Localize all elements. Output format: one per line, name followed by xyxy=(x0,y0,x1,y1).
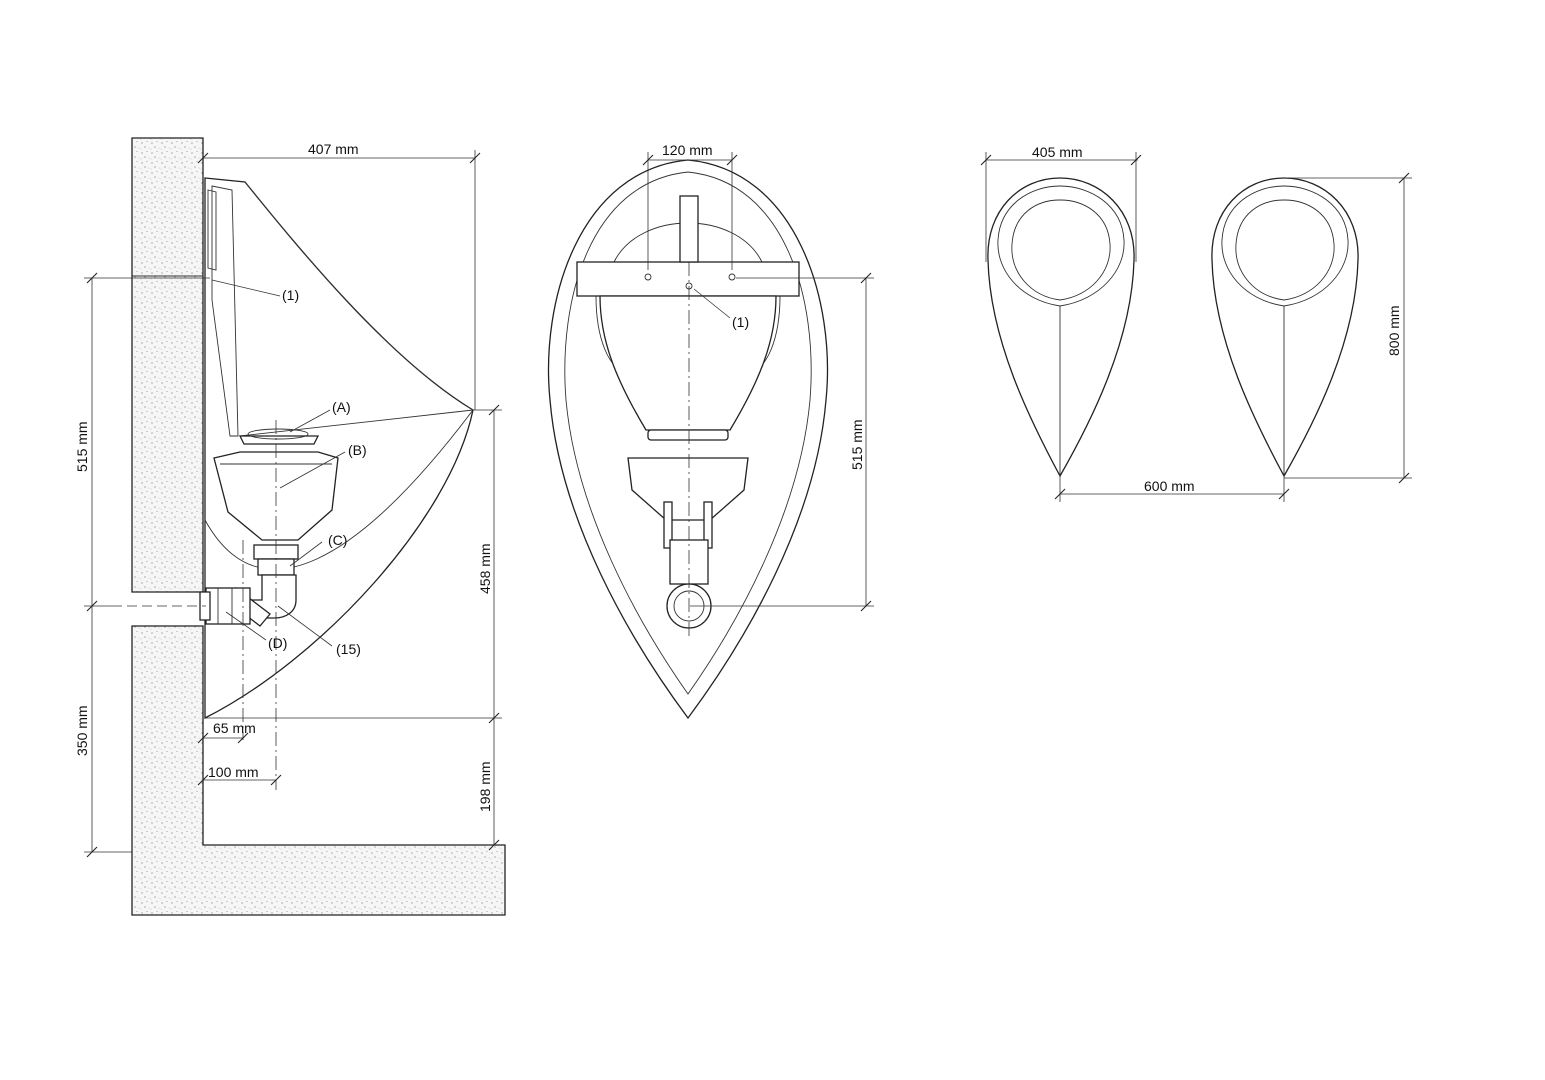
callout-a: (A) xyxy=(332,399,351,415)
dim-65: 65 mm xyxy=(213,720,256,736)
pair-view: 405 mm 800 mm 600 mm xyxy=(980,144,1412,502)
dim-600: 600 mm xyxy=(1144,478,1195,494)
callout-15: (15) xyxy=(336,641,361,657)
dim-120: 120 mm xyxy=(662,142,713,158)
callout-1-front: (1) xyxy=(732,314,749,330)
callout-b: (B) xyxy=(348,442,367,458)
dim-515-side: 515 mm xyxy=(74,421,90,472)
dim-100: 100 mm xyxy=(208,764,259,780)
urinal-plan-left xyxy=(987,177,1135,478)
front-view: (1) 120 mm 515 mm xyxy=(547,142,874,720)
dim-198: 198 mm xyxy=(477,761,493,812)
dim-350: 350 mm xyxy=(74,705,90,756)
dim-800: 800 mm xyxy=(1386,305,1402,356)
urinal-plan-right xyxy=(1211,177,1359,478)
dim-458: 458 mm xyxy=(477,543,493,594)
dim-405: 405 mm xyxy=(1032,144,1083,160)
callout-1: (1) xyxy=(282,287,299,303)
callout-d: (D) xyxy=(268,635,287,651)
callout-c: (C) xyxy=(328,532,347,548)
side-view: (1) (A) (B) (C) (D) (15) 407 mm 515 mm 3… xyxy=(74,137,506,916)
urinal-outline-front xyxy=(547,159,829,720)
dim-515-front: 515 mm xyxy=(849,419,865,470)
urinal-body-side xyxy=(204,177,474,720)
dim-407: 407 mm xyxy=(308,141,359,157)
